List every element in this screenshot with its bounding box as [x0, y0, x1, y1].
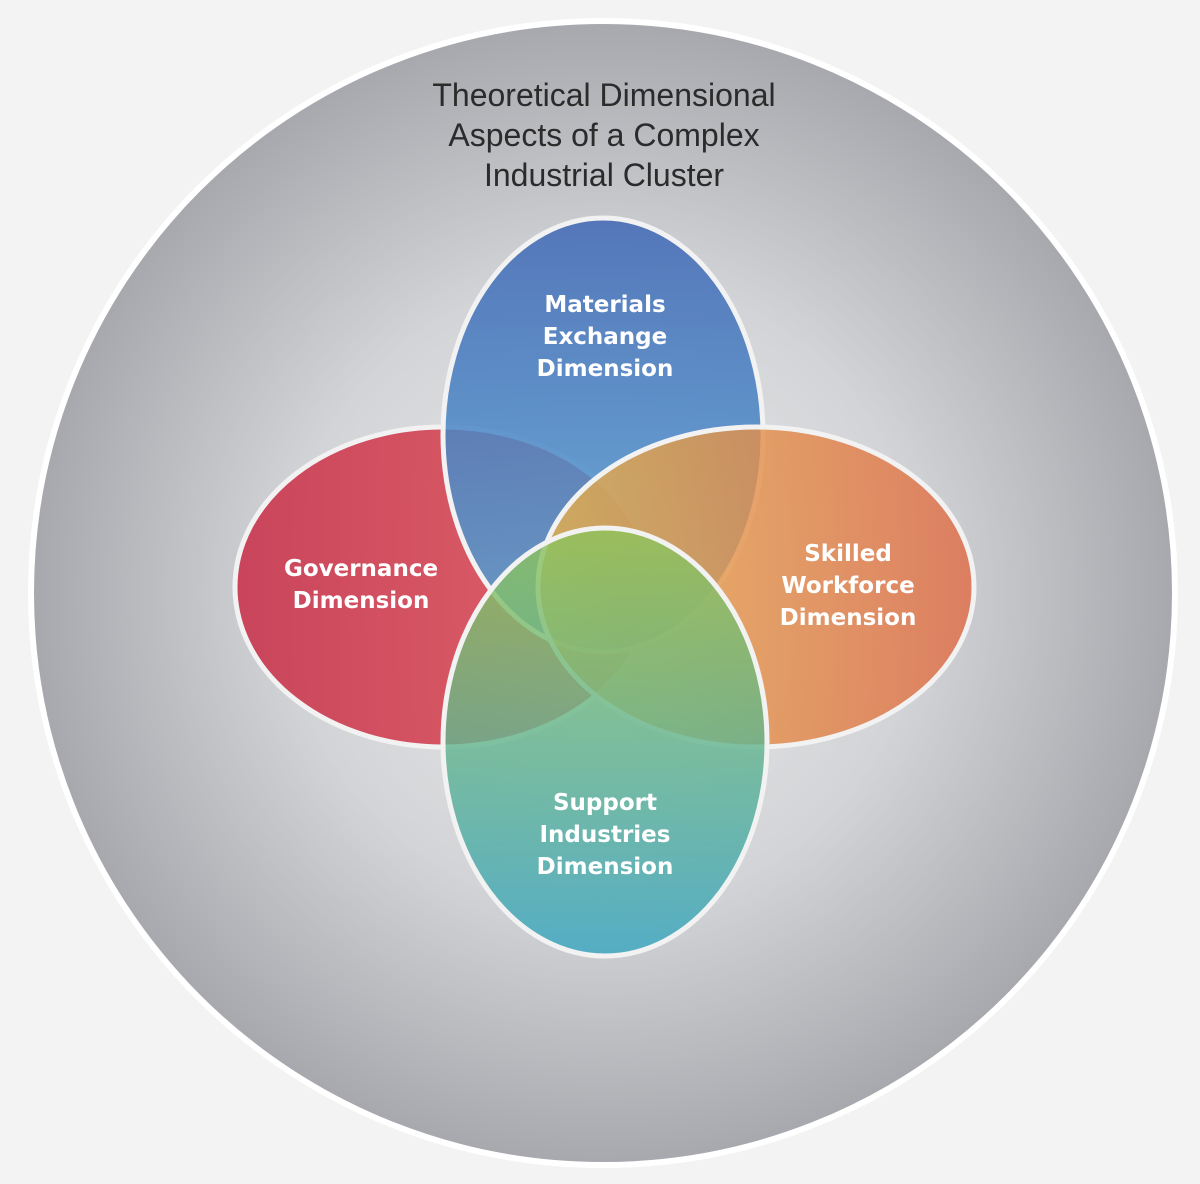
- workforce-label-line-1: Skilled: [804, 541, 892, 567]
- governance-label: Governance Dimension: [284, 556, 438, 614]
- support-label-line-2: Industries: [540, 822, 671, 848]
- workforce-label-line-2: Workforce: [781, 573, 914, 599]
- governance-label-line-1: Governance: [284, 556, 438, 582]
- support-label: Support Industries Dimension: [537, 790, 674, 880]
- workforce-label-line-3: Dimension: [780, 605, 917, 631]
- title-line-2: Aspects of a Complex: [448, 117, 759, 153]
- diagram-title: Theoretical Dimensional Aspects of a Com…: [432, 77, 775, 193]
- materials-label-line-2: Exchange: [543, 324, 668, 350]
- materials-label-line-1: Materials: [544, 292, 665, 318]
- support-ellipse: [440, 525, 770, 959]
- support-label-line-1: Support: [553, 790, 657, 816]
- materials-label-line-3: Dimension: [537, 356, 674, 382]
- support-label-line-3: Dimension: [537, 854, 674, 880]
- title-line-3: Industrial Cluster: [484, 157, 724, 193]
- workforce-label: Skilled Workforce Dimension: [780, 541, 917, 631]
- title-line-1: Theoretical Dimensional: [432, 77, 775, 113]
- governance-label-line-2: Dimension: [293, 588, 430, 614]
- materials-label: Materials Exchange Dimension: [537, 292, 674, 382]
